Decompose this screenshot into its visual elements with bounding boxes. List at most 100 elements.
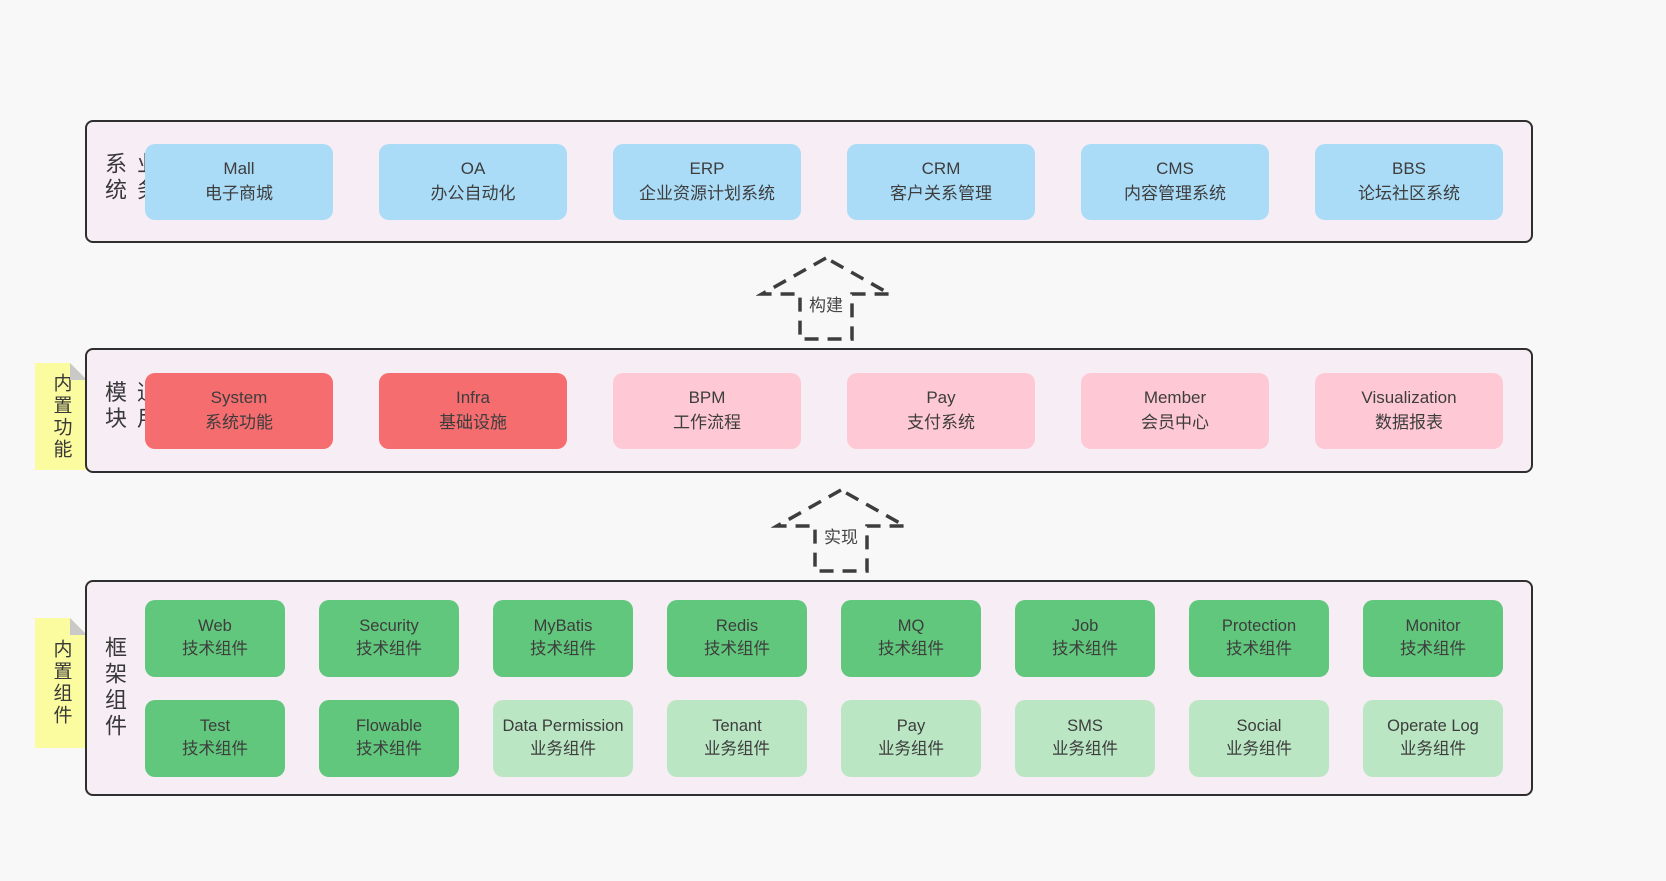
box-redis: Redis 技术组件 (667, 599, 807, 677)
box-title: Infra (455, 387, 491, 407)
box-subtitle: 技术组件 (704, 640, 770, 658)
box-subtitle: 技术组件 (878, 640, 944, 658)
box-visualization: Visualization 数据报表 (1315, 372, 1503, 449)
box-subtitle: 技术组件 (182, 640, 248, 658)
sticky-note-label: 内置功能 (50, 372, 72, 461)
box-oa: OA 办公自动化 (379, 143, 567, 220)
box-title: Monitor (1405, 616, 1461, 635)
box-subtitle: 业务组件 (704, 740, 770, 758)
box-subtitle: 技术组件 (1400, 640, 1466, 658)
arrow-build: 构建 (756, 255, 896, 343)
box-subtitle: 技术组件 (356, 740, 422, 758)
box-title: Social (1236, 716, 1282, 735)
box-title: Test (199, 716, 231, 735)
up-arrow-icon (771, 487, 911, 573)
box-subtitle: 基础设施 (439, 412, 507, 432)
box-title: Security (359, 616, 419, 635)
box-mq: MQ 技术组件 (841, 599, 981, 677)
box-subtitle: 业务组件 (530, 740, 596, 758)
box-title: BBS (1391, 158, 1427, 178)
box-test: Test 技术组件 (145, 699, 285, 777)
box-subtitle: 企业资源计划系统 (639, 183, 775, 203)
box-web: Web 技术组件 (145, 599, 285, 677)
box-title: Member (1143, 387, 1207, 407)
box-mybatis: MyBatis 技术组件 (493, 599, 633, 677)
box-data-permission: Data Permission 业务组件 (493, 699, 633, 777)
box-crm: CRM 客户关系管理 (847, 143, 1035, 220)
box-title: ERP (689, 158, 725, 178)
box-title: Web (198, 616, 232, 635)
box-pay-system: Pay 支付系统 (847, 372, 1035, 449)
box-infra: Infra 基础设施 (379, 372, 567, 449)
box-subtitle: 内容管理系统 (1124, 183, 1226, 203)
box-title: CRM (921, 158, 961, 178)
arrow-implement: 实现 (771, 487, 911, 575)
box-member: Member 会员中心 (1081, 372, 1269, 449)
up-arrow-icon (756, 255, 896, 341)
box-title: Redis (715, 616, 759, 635)
box-title: Tenant (712, 716, 762, 735)
box-subtitle: 技术组件 (530, 640, 596, 658)
box-title: Flowable (355, 716, 423, 735)
box-subtitle: 数据报表 (1375, 412, 1443, 432)
box-title: OA (460, 158, 486, 178)
box-row: Test 技术组件 Flowable 技术组件 Data Permission 业务组件 T… (145, 699, 1503, 777)
box-title: Pay (926, 387, 956, 407)
box-subtitle: 业务组件 (1226, 740, 1292, 758)
box-subtitle: 技术组件 (1052, 640, 1118, 658)
box-title: Data Permission (502, 716, 624, 735)
box-bbs: BBS 论坛社区系统 (1315, 143, 1503, 220)
box-title: BPM (688, 387, 726, 407)
box-social: Social 业务组件 (1189, 699, 1329, 777)
arrow-build-label: 构建 (804, 289, 848, 318)
box-subtitle: 业务组件 (1400, 740, 1466, 758)
sticky-note-built-in-components: 内置组件 (35, 618, 87, 748)
box-subtitle: 业务组件 (878, 740, 944, 758)
box-subtitle: 业务组件 (1052, 740, 1118, 758)
box-subtitle: 技术组件 (182, 740, 248, 758)
box-erp: ERP 企业资源计划系统 (613, 143, 801, 220)
box-title: Protection (1221, 616, 1297, 635)
box-cms: CMS 内容管理系统 (1081, 143, 1269, 220)
box-title: MyBatis (533, 616, 593, 635)
layer-common-modules: 通用模块 System系统功能Infra基础设施BPM工作流程Pay支付系统Me… (85, 348, 1533, 473)
box-pay-component: Pay 业务组件 (841, 699, 981, 777)
box-subtitle: 会员中心 (1141, 412, 1209, 432)
arrow-implement-label: 实现 (819, 521, 863, 550)
box-subtitle: 系统功能 (205, 412, 273, 432)
box-rows-common-modules: System 系统功能 Infra 基础设施 BPM 工作流程 Pay 支付系统 Member 会… (145, 350, 1503, 471)
box-system: System 系统功能 (145, 372, 333, 449)
box-subtitle: 客户关系管理 (890, 183, 992, 203)
box-title: Operate Log (1387, 716, 1479, 735)
box-subtitle: 技术组件 (356, 640, 422, 658)
box-security: Security 技术组件 (319, 599, 459, 677)
box-title: Pay (896, 716, 926, 735)
box-subtitle: 支付系统 (907, 412, 975, 432)
box-subtitle: 办公自动化 (430, 183, 516, 203)
box-bpm: BPM 工作流程 (613, 372, 801, 449)
box-job: Job 技术组件 (1015, 599, 1155, 677)
layer-business-systems: 业务系统 Mall电子商城OA办公自动化ERP企业资源计划系统CRM客户关系管理… (85, 120, 1533, 243)
box-subtitle: 电子商城 (205, 183, 273, 203)
box-operate-log: Operate Log 业务组件 (1363, 699, 1503, 777)
box-flowable: Flowable 技术组件 (319, 699, 459, 777)
box-subtitle: 论坛社区系统 (1358, 183, 1460, 203)
box-row: System 系统功能 Infra 基础设施 BPM 工作流程 Pay 支付系统 Member 会… (145, 372, 1503, 449)
box-title: System (210, 387, 268, 407)
box-title: CMS (1156, 158, 1194, 178)
box-title: MQ (897, 616, 925, 635)
box-monitor: Monitor 技术组件 (1363, 599, 1503, 677)
sticky-note-built-in-features: 内置功能 (35, 363, 87, 470)
box-title: Visualization (1361, 387, 1457, 407)
box-title: Job (1071, 616, 1099, 635)
layer-label-framework-components: 框架组件 (102, 636, 127, 740)
box-subtitle: 工作流程 (673, 412, 741, 432)
